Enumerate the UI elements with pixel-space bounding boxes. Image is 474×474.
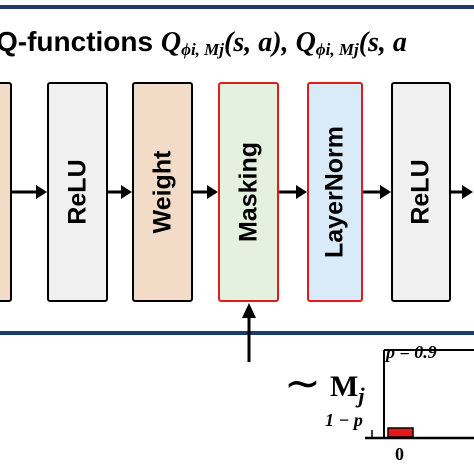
block-label: Weight [148, 150, 176, 234]
block-label: ReLU [63, 159, 91, 225]
distributed-as-symbol: ∼ [284, 359, 321, 408]
title-q2-symbol: Q [295, 27, 316, 58]
title-q2-args: (s, a [358, 27, 407, 58]
title-q1-args: (s, a), [224, 27, 296, 58]
mask-subscript: j [358, 383, 365, 408]
arrow-head [36, 185, 47, 199]
network-frame [0, 5, 474, 335]
arrow-head [296, 185, 307, 199]
block-weight-partial [0, 82, 12, 302]
bar-p-low [387, 427, 414, 438]
block-label: Masking [234, 141, 262, 243]
arrow-head [121, 185, 132, 199]
mask-symbol: M [330, 370, 359, 403]
block-label: ReLU [406, 159, 435, 225]
tick-zero: 0 [395, 444, 404, 464]
title-q1-subscript: ϕi, Mj [181, 40, 225, 60]
title-prefix: Q-functions [0, 26, 161, 57]
block-masking: Masking [218, 82, 279, 302]
block-layernorm: LayerNorm [307, 82, 363, 302]
arrow-head [207, 185, 218, 199]
arrow-head [462, 185, 473, 199]
block-weight: Weight [132, 82, 193, 302]
title-q1-symbol: Q [160, 27, 182, 58]
title-q2-subscript: ϕi, Mj [315, 40, 359, 60]
p-high-label: p = 0.9 [386, 342, 437, 362]
arrow-head [380, 185, 391, 199]
block-relu-2: ReLU [391, 82, 451, 302]
diagram-title: Q-functions Qϕi, Mj(s, a), Qϕi, Mj(s, a [0, 26, 407, 60]
block-relu-1: ReLU [47, 82, 108, 302]
mask-variable: Mj [330, 370, 364, 409]
block-label: LayerNorm [320, 126, 349, 258]
p-low-label: 1 − p [325, 410, 363, 430]
mask-arrow-head [242, 303, 256, 318]
